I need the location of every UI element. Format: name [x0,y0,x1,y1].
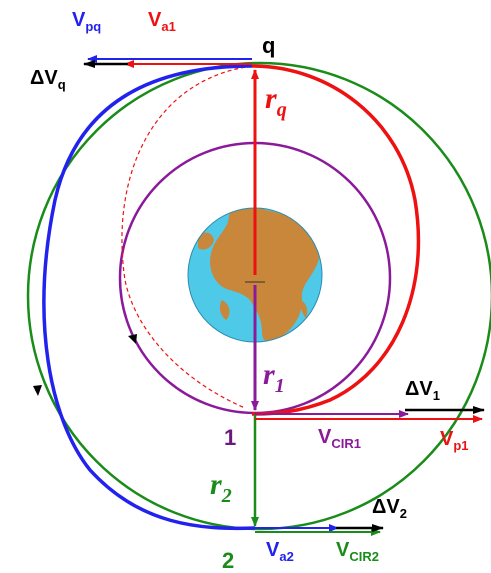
label-dv-1: ΔV1 [405,378,440,403]
label-point-2: 2 [222,548,234,573]
label-r-q: rq [265,82,287,121]
label-r-2: r2 [210,468,232,507]
label-v-a1: Va1 [148,9,176,34]
label-q: q [262,33,275,58]
direction-arrow-inner [128,334,137,344]
label-v-p1: Vp1 [440,428,469,453]
label-point-1: 1 [224,425,236,450]
label-v-cir1: VCIR1 [318,426,361,451]
label-v-cir2: VCIR2 [336,539,379,564]
label-r-1: r1 [263,358,285,397]
label-v-a2: Va2 [266,539,294,564]
dashed-transfer-arc [121,65,253,409]
direction-arrow-outer [33,385,42,396]
label-dv-2: ΔV2 [372,496,407,521]
label-dv-q: ΔVq [30,67,66,92]
label-v-pq: Vpq [72,9,101,34]
blue-transfer-orbit [42,64,256,531]
red-transfer-orbit [251,64,421,416]
